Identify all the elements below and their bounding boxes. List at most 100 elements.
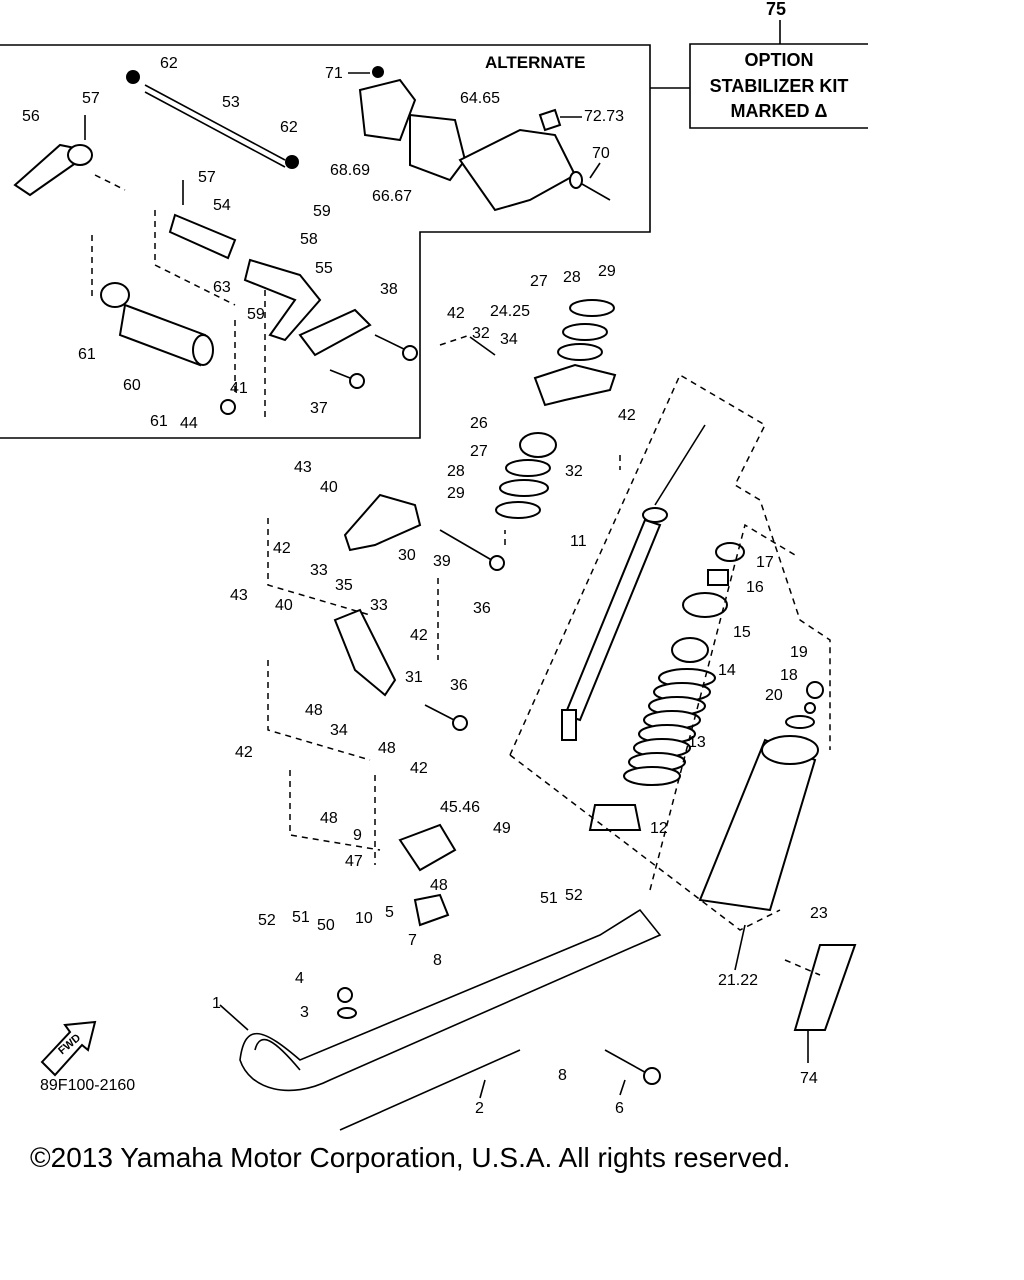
- main-parts: [239, 299, 857, 1131]
- callout: 39: [433, 553, 451, 570]
- callout: 27: [470, 443, 488, 460]
- callout: 40: [275, 597, 293, 614]
- callout: 70: [592, 145, 610, 162]
- callout: 28: [563, 269, 581, 286]
- callout: 36: [473, 600, 491, 617]
- callout: 55: [315, 260, 333, 277]
- callout: 48: [378, 740, 396, 757]
- callout: 37: [310, 400, 328, 417]
- callout: 32: [472, 325, 490, 342]
- callout: 62: [280, 119, 298, 136]
- callout: 38: [380, 281, 398, 298]
- copyright-notice: ©2013 Yamaha Motor Corporation, U.S.A. A…: [30, 1142, 791, 1173]
- callout: 57: [82, 90, 100, 107]
- option-line-3: MARKED Δ: [731, 101, 828, 121]
- callout: 62: [160, 55, 178, 72]
- callout: 42: [410, 760, 428, 777]
- callout: 56: [22, 108, 40, 125]
- callout: 31: [405, 669, 423, 686]
- callout: 34: [500, 331, 518, 348]
- callout: 74: [800, 1070, 818, 1087]
- alternate-inset-frame: [0, 44, 690, 439]
- callout: 28: [447, 463, 465, 480]
- leader-lines: [219, 72, 809, 1099]
- callout: 21.22: [718, 972, 758, 989]
- callout: 42: [410, 627, 428, 644]
- callout: 48: [430, 877, 448, 894]
- callout: 59: [313, 203, 331, 220]
- option-line-2: STABILIZER KIT: [710, 76, 849, 96]
- callout: 15: [733, 624, 751, 641]
- callout: 11: [570, 533, 587, 550]
- callout: 61: [150, 413, 168, 430]
- callout: 7: [408, 932, 417, 949]
- callout: 5: [385, 904, 394, 921]
- callout: 32: [565, 463, 583, 480]
- callout: 59: [247, 306, 265, 323]
- callout: 44: [180, 415, 198, 432]
- callout: 42: [273, 540, 291, 557]
- callout: 54: [213, 197, 231, 214]
- callout: 29: [598, 263, 616, 280]
- callout: 33: [310, 562, 328, 579]
- callout: 43: [230, 587, 248, 604]
- callout: 57: [198, 169, 216, 186]
- callout: 72.73: [584, 108, 624, 125]
- callout: 71: [325, 65, 343, 82]
- alternate-label: ALTERNATE: [485, 53, 585, 72]
- option-number: 75: [766, 0, 786, 19]
- callout: 27: [530, 273, 548, 290]
- callout: 26: [470, 415, 488, 432]
- callout: 1: [212, 995, 221, 1012]
- callout: 8: [433, 952, 442, 969]
- callout: 51: [292, 909, 310, 926]
- callout: 42: [235, 744, 253, 761]
- fwd-arrow-icon: FWD: [40, 1020, 97, 1077]
- callout: 47: [345, 853, 363, 870]
- callout: 34: [330, 722, 348, 739]
- callout: 60: [123, 377, 141, 394]
- callout: 50: [317, 917, 335, 934]
- callout: 42: [447, 305, 465, 322]
- callout: 45.46: [440, 799, 480, 816]
- callout: 51: [540, 890, 558, 907]
- callout: 20: [765, 687, 783, 704]
- callout: 29: [447, 485, 465, 502]
- callout: 41: [230, 380, 248, 397]
- option-line-1: OPTION: [744, 50, 813, 70]
- callout: 64.65: [460, 90, 500, 107]
- callout: 10: [355, 910, 373, 927]
- callout: 16: [746, 579, 764, 596]
- callout: 13: [688, 734, 706, 751]
- callout: 52: [258, 912, 276, 929]
- callout: 3: [300, 1004, 309, 1021]
- callout: 17: [756, 554, 774, 571]
- spring: [623, 668, 716, 786]
- callout: 63: [213, 279, 231, 296]
- callout: 35: [335, 577, 353, 594]
- callout: 68.69: [330, 162, 370, 179]
- callout: 14: [718, 662, 736, 679]
- callouts: 1 2 3 4 5 6 7 8 8 9 10 11 12 13 14 15 16…: [22, 55, 828, 1117]
- option-box: [689, 20, 868, 129]
- callout: 19: [790, 644, 808, 661]
- callout: 58: [300, 231, 318, 248]
- callout: 30: [398, 547, 416, 564]
- callout: 6: [615, 1100, 624, 1117]
- callout: 33: [370, 597, 388, 614]
- callout: 52: [565, 887, 583, 904]
- callout: 12: [650, 820, 668, 837]
- callout: 43: [294, 459, 312, 476]
- callout: 24.25: [490, 303, 530, 320]
- drawing-code: 89F100-2160: [40, 1077, 135, 1094]
- callout: 36: [450, 677, 468, 694]
- callout: 8: [558, 1067, 567, 1084]
- callout: 4: [295, 970, 304, 987]
- inset-parts: [13, 66, 611, 420]
- callout: 48: [305, 702, 323, 719]
- callout: 48: [320, 810, 338, 827]
- callout: 18: [780, 667, 798, 684]
- callout: 49: [493, 820, 511, 837]
- callout: 9: [353, 827, 362, 844]
